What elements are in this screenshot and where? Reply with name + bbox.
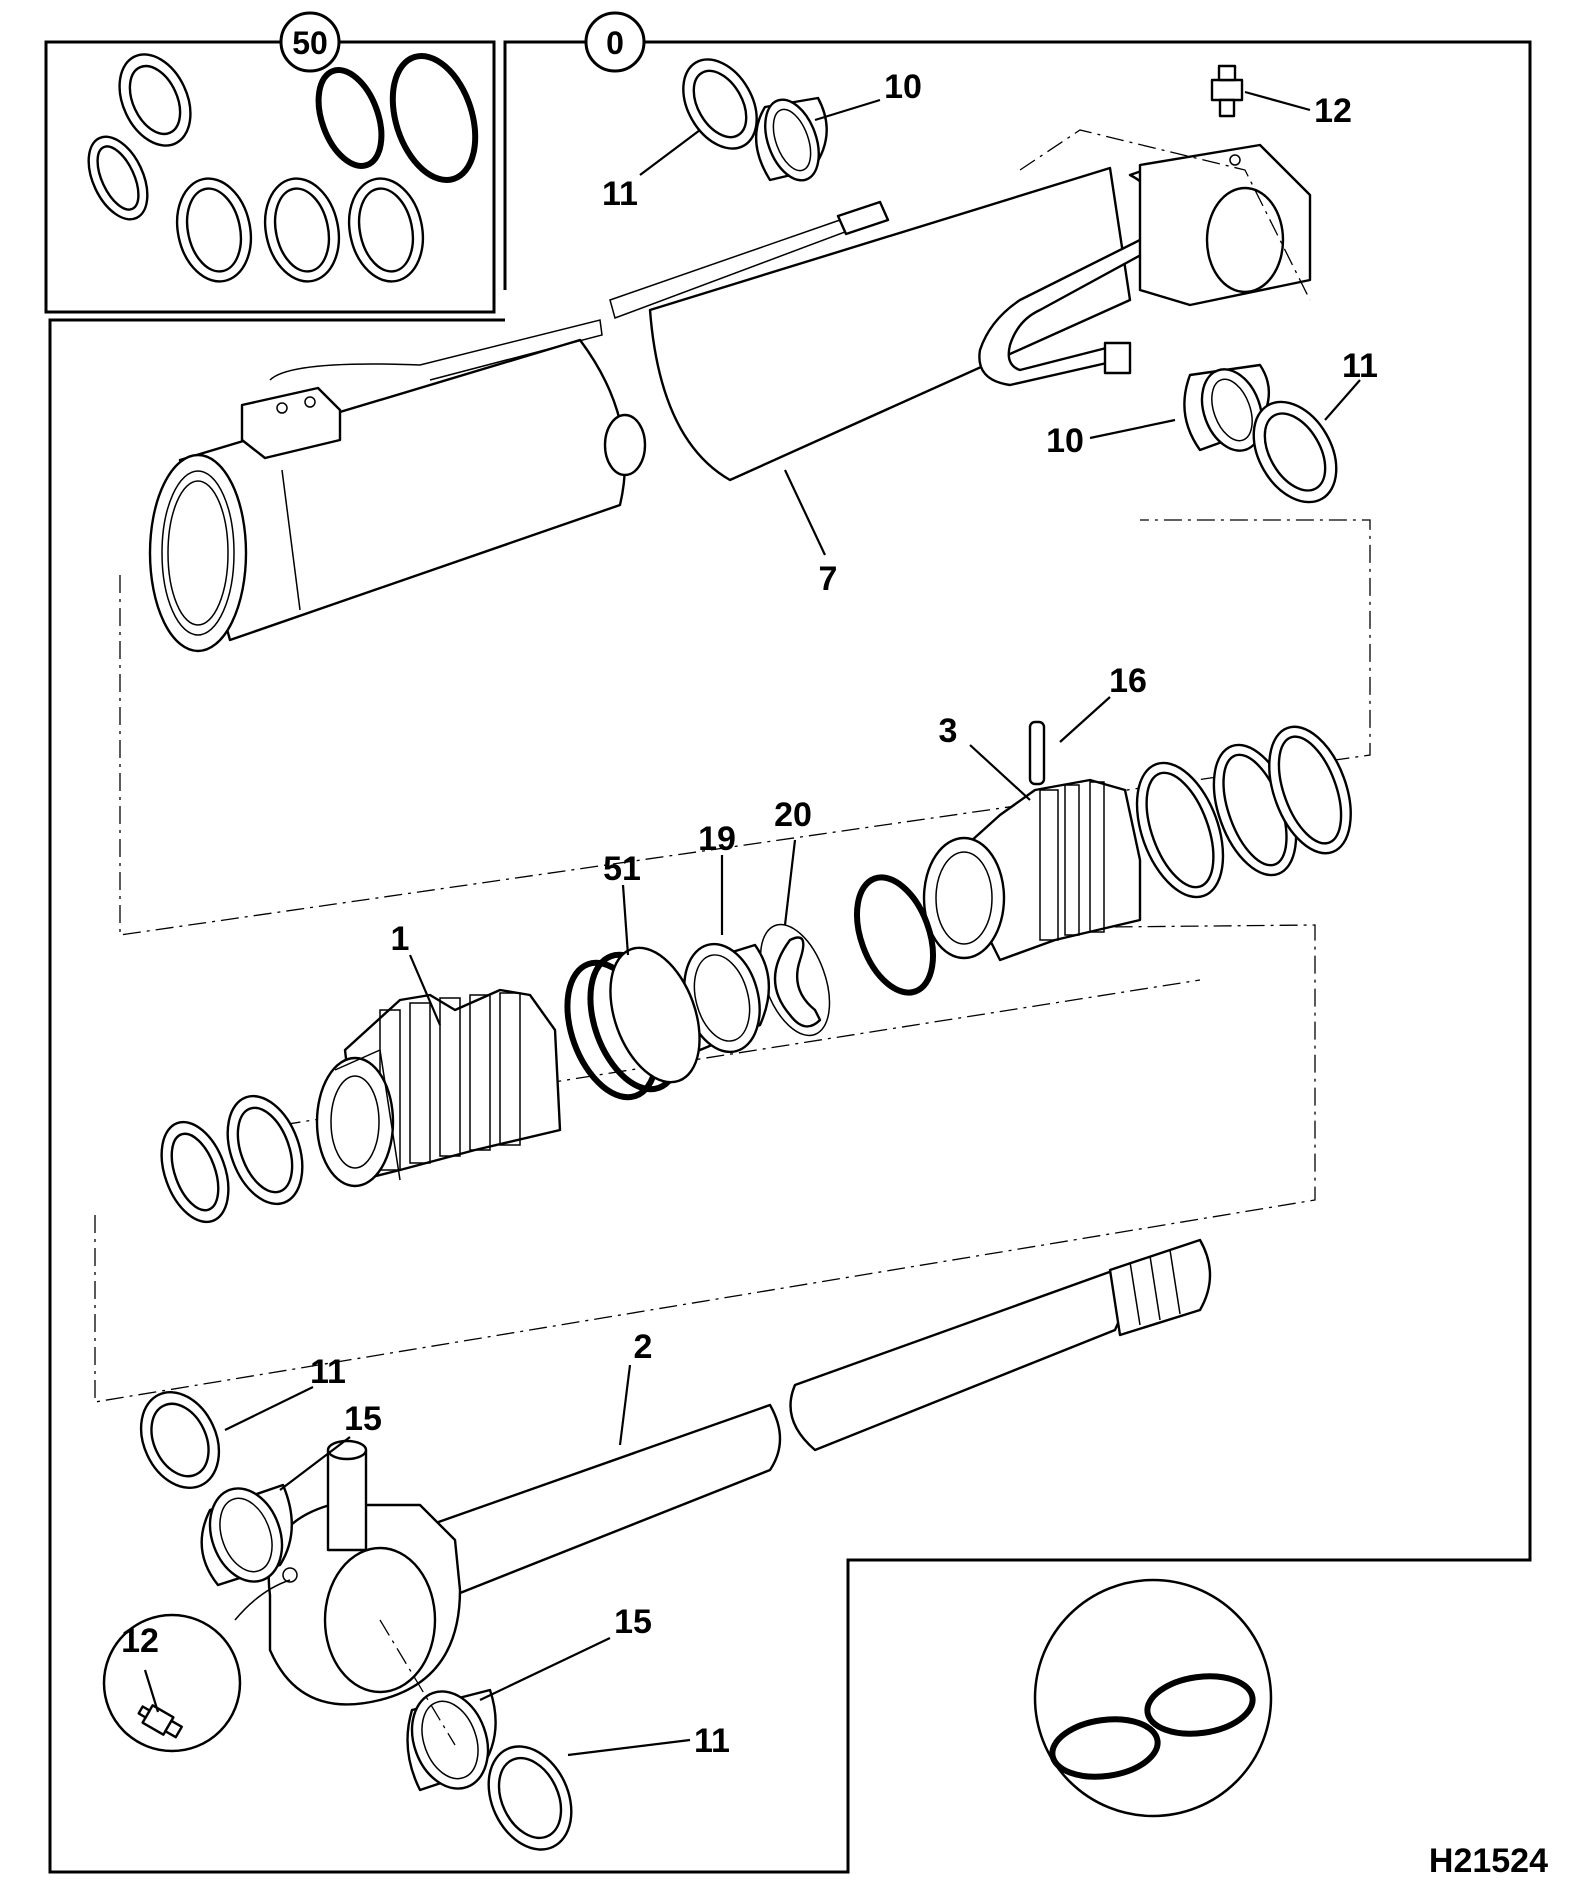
label-11-lower: 11 — [310, 1353, 346, 1391]
part-19-spacer — [680, 942, 770, 1054]
seal-kit-frame — [44, 40, 496, 314]
grease-nipple-detail-circle — [102, 1613, 242, 1753]
gland-o-ring — [854, 874, 936, 996]
kit-wiper — [87, 135, 149, 221]
leader-lines — [143, 90, 1361, 1757]
assembly-frame — [48, 40, 1532, 1874]
label-51: 51 — [603, 850, 641, 888]
kit-o-ring-large — [389, 53, 479, 183]
part-12-grease-nipple-lower — [137, 1704, 183, 1739]
label-11-top: 11 — [602, 175, 638, 213]
detail-o-ring-right — [1144, 1673, 1256, 1737]
kit-callout: 50 — [279, 11, 341, 73]
figure-id: H21524 — [1429, 1842, 1548, 1880]
label-11-right: 11 — [1342, 347, 1378, 385]
part-11-lower-seal — [139, 1390, 221, 1490]
label-20: 20 — [774, 796, 812, 834]
part-3-gland — [922, 778, 1142, 962]
label-12-top: 12 — [1314, 92, 1352, 130]
detail-o-ring-left — [1049, 1716, 1161, 1780]
label-7: 7 — [819, 560, 838, 598]
assembly-callout-number: 0 — [606, 25, 624, 61]
kit-piston-seal-3 — [347, 177, 425, 283]
assembly-callout: 0 — [584, 11, 646, 73]
part-7-cylinder-barrel — [148, 129, 1312, 653]
part-16-pin — [1028, 720, 1046, 786]
kit-piston-seal-2 — [263, 177, 341, 283]
label-1: 1 — [391, 920, 410, 958]
rod-eye-axis — [379, 1619, 456, 1746]
part-10-top-bush — [755, 96, 828, 182]
label-12-lower: 12 — [121, 1622, 159, 1660]
kit-callout-number: 50 — [292, 25, 328, 61]
kit-o-ring-small — [315, 67, 385, 169]
part-11-right-seal — [1252, 400, 1338, 504]
part-11-bottom-seal — [487, 1745, 573, 1851]
label-11-bottom: 11 — [694, 1722, 730, 1760]
label-15-lower: 15 — [344, 1400, 382, 1438]
part-15-lower-bush — [200, 1483, 293, 1587]
part-20-circlip — [773, 936, 822, 1028]
piston-left-seals — [160, 1094, 304, 1224]
seal-kit-parts — [87, 53, 479, 283]
part-labels: 10 11 12 11 10 7 16 3 20 19 51 1 2 11 15… — [121, 68, 1378, 1760]
part-1-piston — [315, 988, 562, 1188]
kit-rod-seal — [118, 53, 192, 147]
part-11-top-seal — [682, 58, 758, 150]
part-10-right-bush — [1183, 363, 1271, 452]
label-16: 16 — [1109, 662, 1147, 700]
part-51-seal-set — [564, 946, 701, 1101]
part-12-grease-nipple-top — [1210, 64, 1244, 118]
label-2: 2 — [634, 1328, 653, 1366]
gland-seals — [1135, 725, 1352, 899]
assembly-guide-lines — [94, 519, 1371, 1403]
part-2-piston-rod — [234, 1238, 1212, 1706]
label-10-right: 10 — [1046, 422, 1084, 460]
label-19: 19 — [698, 820, 736, 858]
o-ring-detail-circle — [1033, 1578, 1273, 1818]
label-3: 3 — [939, 712, 958, 750]
label-15-bottom: 15 — [614, 1603, 652, 1641]
kit-piston-seal-1 — [175, 177, 253, 283]
label-10-top: 10 — [884, 68, 922, 106]
